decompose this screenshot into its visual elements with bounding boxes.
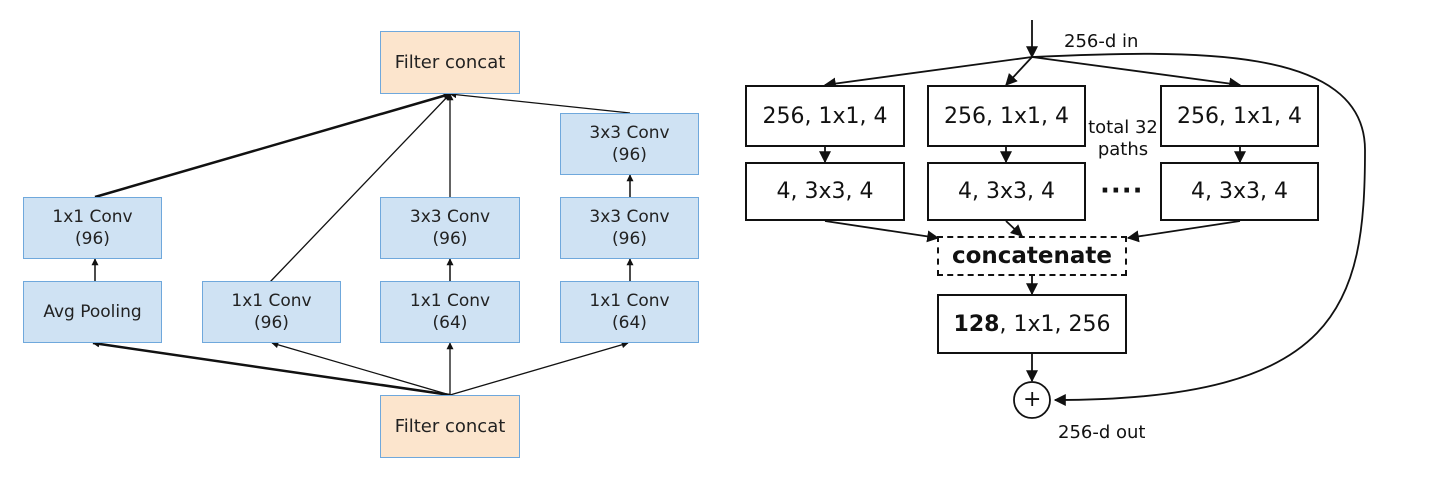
right-connectors — [819, 20, 1366, 406]
col1-conv-param: (96) — [75, 229, 110, 249]
paths-note-line2: paths — [1097, 139, 1149, 160]
left-column-arrows — [91, 174, 634, 281]
col2-conv-box: 1x1 Conv (96) — [202, 281, 341, 343]
ellipsis: ···· — [1100, 176, 1144, 206]
sum-symbol: + — [1023, 387, 1042, 412]
concatenate-label: concatenate — [951, 243, 1113, 269]
col4-mid-label: 3x3 Conv — [589, 207, 670, 227]
col2-conv-label: 1x1 Conv — [231, 291, 312, 311]
path3-first-label: 256, 1x1, 4 — [1177, 103, 1302, 129]
filter-concat-bottom-label: Filter concat — [394, 416, 506, 437]
path2-first-conv: 256, 1x1, 4 — [927, 85, 1086, 147]
final-conv-box: 128, 1x1, 256 — [937, 294, 1127, 354]
col1-avg-pool-box: Avg Pooling — [23, 281, 162, 343]
path3-first-conv: 256, 1x1, 4 — [1160, 85, 1319, 147]
col4-bottom-conv-box: 1x1 Conv (64) — [560, 281, 699, 343]
col4-top-conv-box: 3x3 Conv (96) — [560, 113, 699, 175]
paths-note: total 32 paths — [1088, 117, 1158, 161]
path1-first-conv: 256, 1x1, 4 — [745, 85, 905, 147]
path2-second-label: 4, 3x3, 4 — [958, 179, 1055, 204]
filter-concat-top: Filter concat — [380, 31, 520, 94]
col4-bottom-param: (64) — [612, 313, 647, 333]
path1-first-label: 256, 1x1, 4 — [762, 103, 888, 129]
final-conv-rest: , 1x1, 256 — [999, 311, 1111, 337]
col4-mid-conv-box: 3x3 Conv (96) — [560, 197, 699, 259]
col4-top-param: (96) — [612, 145, 647, 165]
filter-concat-bottom: Filter concat — [380, 395, 520, 458]
col4-bottom-label: 1x1 Conv — [589, 291, 670, 311]
col3-bottom-conv-box: 1x1 Conv (64) — [380, 281, 520, 343]
sum-node-circle — [1013, 381, 1051, 419]
col4-mid-param: (96) — [612, 229, 647, 249]
col1-conv-label: 1x1 Conv — [52, 207, 133, 227]
col2-conv-param: (96) — [254, 313, 289, 333]
final-conv-bold: 128 — [953, 311, 1000, 337]
path3-second-conv: 4, 3x3, 4 — [1160, 162, 1319, 221]
col3-bottom-param: (64) — [432, 313, 468, 333]
path2-second-conv: 4, 3x3, 4 — [927, 162, 1086, 221]
col4-top-label: 3x3 Conv — [589, 123, 670, 143]
paths-note-line1: total 32 — [1088, 117, 1158, 138]
path1-second-conv: 4, 3x3, 4 — [745, 162, 905, 221]
output-label: 256-d out — [1058, 422, 1146, 443]
path2-first-label: 256, 1x1, 4 — [944, 103, 1069, 129]
col3-top-conv-box: 3x3 Conv (96) — [380, 197, 520, 259]
left-top-connectors — [94, 91, 631, 283]
path1-second-label: 4, 3x3, 4 — [776, 179, 874, 204]
col1-conv-box: 1x1 Conv (96) — [23, 197, 162, 259]
col3-bottom-label: 1x1 Conv — [409, 291, 491, 311]
concatenate-box: concatenate — [937, 236, 1127, 276]
left-bottom-connectors — [92, 340, 629, 397]
col3-top-label: 3x3 Conv — [409, 207, 491, 227]
input-label: 256-d in — [1064, 31, 1139, 52]
col1-pool-label: Avg Pooling — [43, 302, 142, 322]
path3-second-label: 4, 3x3, 4 — [1191, 179, 1288, 204]
col3-top-param: (96) — [432, 229, 468, 249]
filter-concat-top-label: Filter concat — [394, 52, 506, 73]
